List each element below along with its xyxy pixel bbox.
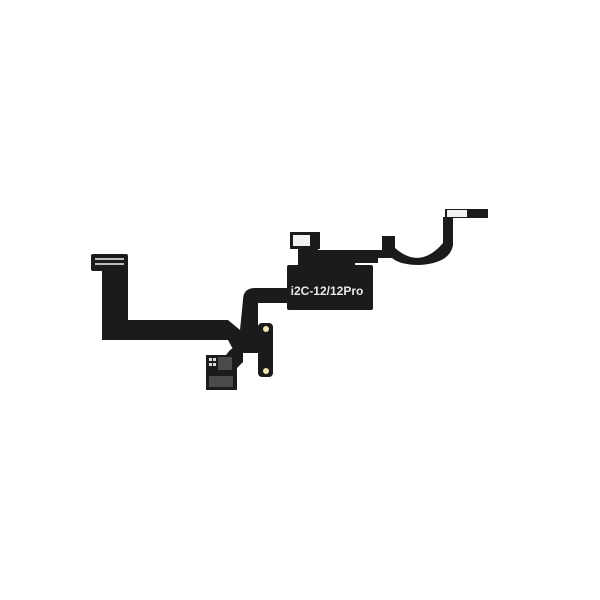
mount-hole-top bbox=[263, 326, 269, 332]
top-left-pad bbox=[293, 235, 310, 246]
flex-top-arm bbox=[298, 217, 453, 265]
flex-riser bbox=[240, 288, 290, 353]
left-connector bbox=[91, 254, 128, 271]
flex-left-strip bbox=[102, 262, 245, 353]
connector-pins bbox=[95, 258, 124, 265]
mount-bracket bbox=[258, 323, 273, 377]
mount-hole-bottom bbox=[263, 368, 269, 374]
label-block bbox=[287, 265, 373, 310]
product-label-text: i2C-12/12Pro bbox=[291, 284, 364, 298]
top-right-pad bbox=[447, 210, 467, 217]
chip-components bbox=[209, 357, 233, 387]
